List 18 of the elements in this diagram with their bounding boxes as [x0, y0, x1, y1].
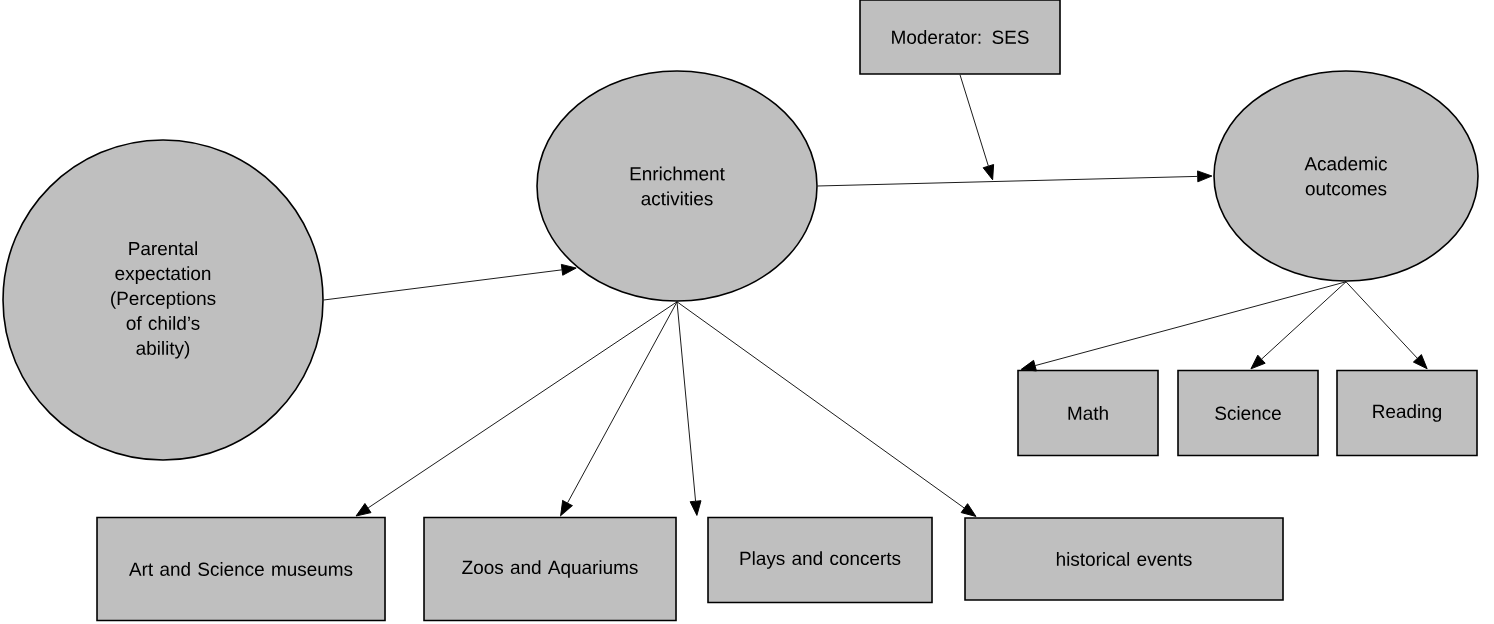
arrow [323, 263, 577, 301]
arrow [959, 74, 995, 181]
outcome-box: Science [1177, 369, 1319, 457]
outcome-box: Reading [1336, 369, 1478, 457]
moderator-box: Moderator: SES [859, 0, 1061, 75]
arrow [676, 301, 977, 517]
arrow [560, 301, 678, 517]
arrow [1250, 281, 1347, 370]
activity-box: Art and Science museums [96, 516, 386, 622]
arrow [1020, 281, 1347, 372]
activity-box: Plays and concerts [707, 516, 933, 604]
arrow [676, 301, 702, 516]
arrow [817, 170, 1213, 187]
outcome-box: Math [1017, 369, 1159, 457]
activity-box: historical events [964, 517, 1284, 601]
activity-box: Zoos and Aquariums [423, 516, 677, 622]
arrow [1345, 281, 1428, 370]
arrow [355, 301, 678, 517]
